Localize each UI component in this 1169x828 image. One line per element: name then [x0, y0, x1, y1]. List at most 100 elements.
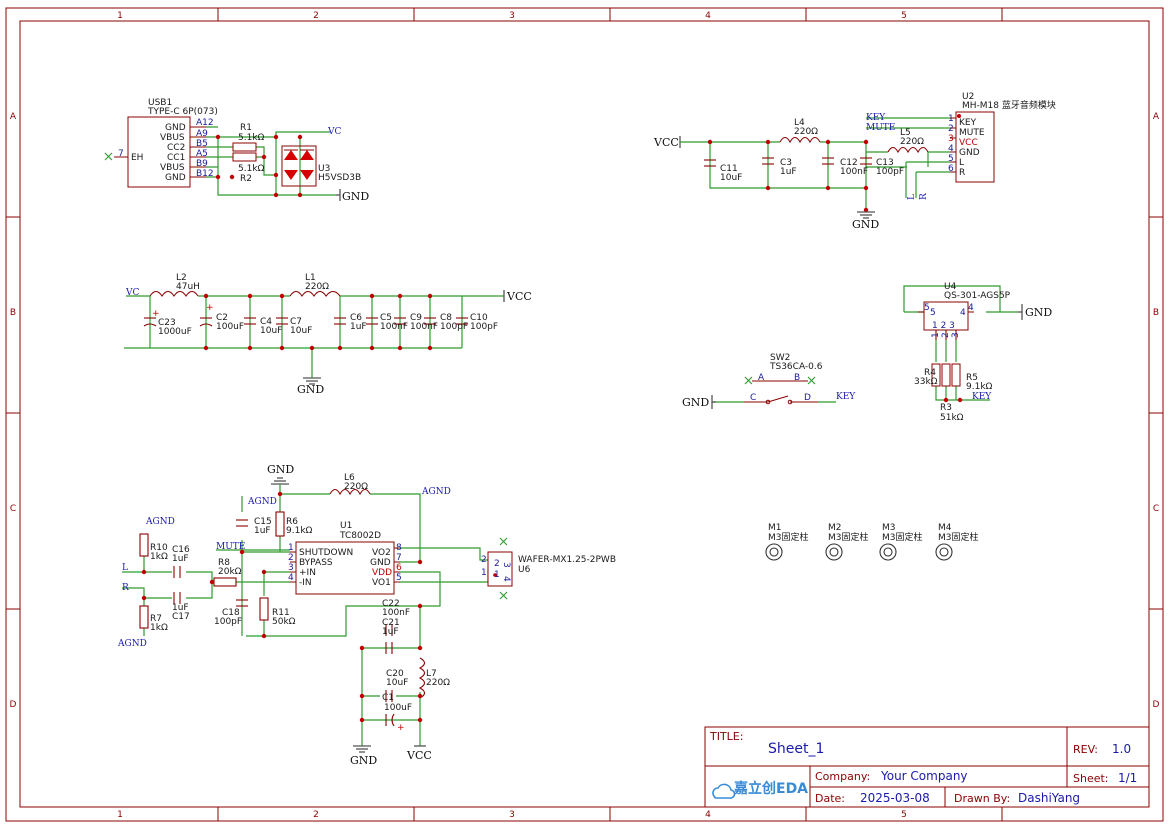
u3-tvs-diode[interactable]: [281, 145, 317, 187]
rev-label: REV:: [1073, 743, 1098, 756]
r10-value: 1kΩ: [150, 552, 168, 562]
c21-value: 1uF: [382, 627, 399, 637]
c17-ref: C17: [172, 612, 190, 622]
c23-plus: +: [152, 309, 160, 319]
zone-col-5-top: 5: [901, 11, 907, 21]
gnd-symbol-usb: [336, 189, 341, 201]
sheet-label: Sheet:: [1073, 772, 1109, 785]
u6-pin-tag-2: 2: [481, 555, 487, 565]
sw2-nc-b: [807, 376, 816, 385]
net-vcc-filter: VCC: [506, 290, 532, 303]
usb1-pinnum-b5: B5: [196, 139, 208, 149]
gnd-symbol-u4: [1018, 304, 1023, 320]
mount-hole-m4[interactable]: [935, 543, 953, 561]
r8-value: 20kΩ: [218, 567, 242, 577]
usb1-pinnum-a12: A12: [196, 118, 214, 128]
amplifier-section: GND L6 220Ω L7 220Ω AGND AGND MUTE U1 TC…: [117, 463, 616, 767]
l6-ref: L6: [344, 473, 355, 483]
net-gnd-u4: GND: [1025, 306, 1052, 319]
r1-body[interactable]: [232, 142, 257, 152]
c7-ref: C7: [290, 317, 302, 327]
usb1-body[interactable]: [127, 116, 191, 188]
net-vc-usb: VC: [327, 127, 341, 137]
usb1-pin-gnd-bottom: GND: [165, 173, 186, 183]
c20-value: 10uF: [386, 678, 408, 688]
u1-pinnum-7: 7: [396, 553, 402, 563]
zone-col-5-bottom: 5: [901, 810, 907, 820]
u1-amp-ic[interactable]: [295, 541, 395, 595]
r11-ref: R11: [272, 608, 290, 618]
net-key-sw2: KEY: [836, 392, 856, 402]
r3-body[interactable]: [941, 363, 951, 387]
zone-row-b-left: B: [10, 308, 16, 318]
l4-inductor[interactable]: [779, 136, 821, 144]
u6-pinnum-3: 3: [501, 562, 511, 568]
r8-ref: R8: [218, 558, 230, 568]
zone-col-2-bottom: 2: [313, 810, 319, 820]
gnd-symbol-amp-bottom: [353, 745, 371, 753]
r4-value: 33kΩ: [914, 377, 938, 387]
r2-body[interactable]: [232, 152, 257, 162]
net-key-u4: KEY: [972, 392, 992, 402]
title-block: TITLE: Sheet_1 REV: 1.0 Company: Your Co…: [704, 726, 1150, 808]
u6-speaker-connector[interactable]: [487, 551, 513, 587]
zone-col-3-top: 3: [509, 11, 515, 21]
mount-hole-m3[interactable]: [879, 543, 897, 561]
r1-ref: R1: [240, 123, 252, 133]
l6-inductor[interactable]: [329, 488, 371, 496]
drawn-by-label: Drawn By:: [954, 792, 1010, 805]
c12-ref: C12: [840, 158, 858, 168]
sheet-value: 1/1: [1118, 771, 1137, 785]
l5-inductor[interactable]: [887, 146, 929, 154]
sheet-title: Sheet_1: [768, 741, 824, 757]
u1-value: TC8002D: [339, 531, 381, 541]
m1-value: M3固定柱: [768, 531, 809, 543]
r10-ref: R10: [150, 543, 168, 553]
net-mute-amp: MUTE: [216, 542, 245, 552]
u6-value: WAFER-MX1.25-2PWB: [518, 555, 616, 565]
mount-hole-m2[interactable]: [825, 543, 843, 561]
filter-capacitor-plates[interactable]: [143, 317, 468, 327]
zone-row-c-right: C: [1153, 504, 1159, 514]
u2-bt-module[interactable]: [955, 111, 995, 183]
c6-value: 1uF: [350, 322, 367, 332]
usb1-value: TYPE-C 6P(073): [147, 107, 218, 117]
usb1-ref: USB1: [148, 98, 172, 108]
sw2-pin-d: D: [804, 393, 811, 403]
usb1-pinnum-a5: A5: [196, 149, 208, 159]
u1-pinnum-4: 4: [288, 573, 294, 583]
u1-pinnum-1: 1: [288, 543, 294, 553]
mount-hole-m1[interactable]: [765, 543, 783, 561]
sw2-contact[interactable]: [744, 395, 818, 403]
amp-passive-parts[interactable]: [139, 511, 395, 727]
c5-ref: C5: [380, 313, 392, 323]
sw2-pin-c: C: [750, 393, 756, 403]
r4-body[interactable]: [931, 363, 941, 387]
usb1-pin-cc1: CC1: [167, 153, 185, 163]
u1-pin-gnd: GND: [370, 558, 391, 568]
bt-capacitor-plates[interactable]: [704, 157, 872, 167]
l1-inductor[interactable]: [289, 290, 341, 297]
u2-pinnum-5: 5: [948, 154, 954, 164]
net-gnd-bt: GND: [852, 218, 879, 231]
r5-body[interactable]: [951, 363, 961, 387]
m2-value: M3固定柱: [828, 531, 869, 543]
u1-pinnum-2: 2: [288, 553, 294, 563]
u2-pin-vcc: VCC: [959, 138, 978, 148]
u6-nc-top: [499, 537, 508, 546]
c15-ref: C15: [254, 517, 272, 527]
l2-inductor[interactable]: [149, 290, 199, 297]
c1-ref: C1: [382, 693, 394, 703]
company-value: Your Company: [880, 769, 968, 783]
company-label: Company:: [815, 770, 870, 783]
c16-value: 1uF: [172, 554, 189, 564]
l7-value: 220Ω: [426, 678, 450, 688]
c6-ref: C6: [350, 313, 362, 323]
zone-row-b-right: B: [1153, 308, 1159, 318]
usb1-pin-gnd-top: GND: [165, 123, 186, 133]
net-vc-filter: VC: [125, 288, 139, 298]
c15-value: 1uF: [254, 526, 271, 536]
r6-ref: R6: [286, 517, 298, 527]
l7-inductor[interactable]: [418, 657, 426, 699]
u1-pin-vdd: VDD: [372, 568, 392, 578]
